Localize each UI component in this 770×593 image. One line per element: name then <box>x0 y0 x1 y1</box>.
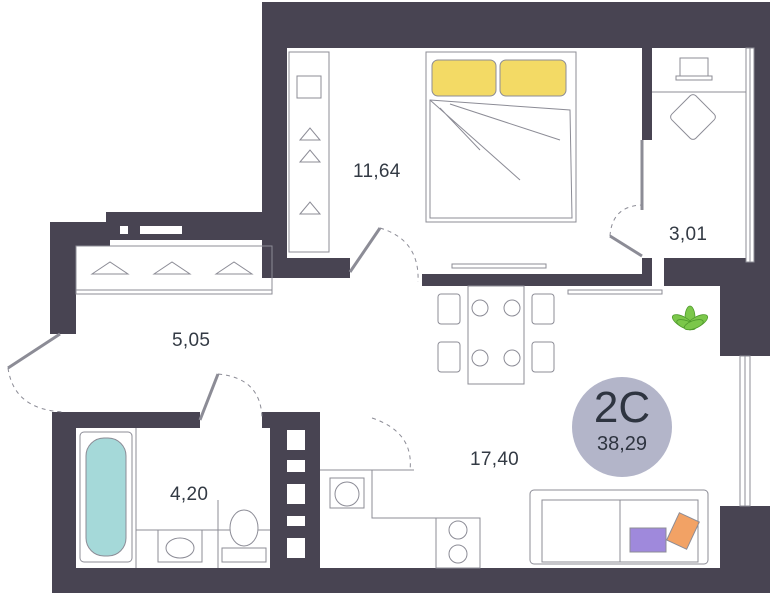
pillow-right <box>499 59 567 97</box>
wall-wardrobe-left <box>642 48 652 140</box>
niche-2 <box>140 226 182 234</box>
interior-lines <box>75 51 746 569</box>
bedroom-closet <box>288 51 330 253</box>
apartment-type-badge: 2С 38,29 <box>572 377 672 477</box>
doors <box>7 140 644 471</box>
apartment-type: 2С <box>593 383 651 432</box>
shaft-3 <box>287 484 305 504</box>
wall-cutouts <box>120 226 305 558</box>
apartment-total-area: 38,29 <box>596 433 648 455</box>
cooktop <box>435 517 481 569</box>
wall-bath-top-left <box>52 412 200 428</box>
shaft-5 <box>287 538 305 558</box>
area-living-kitchen: 17,40 <box>470 449 520 470</box>
wall-left-outer <box>50 222 76 334</box>
desk-set <box>670 57 716 140</box>
windows <box>739 47 755 507</box>
hangers-bedroom <box>296 75 322 215</box>
wall-right-pier <box>720 270 770 356</box>
area-hallway: 5,05 <box>172 330 211 351</box>
bathroom-fixtures <box>79 431 267 563</box>
area-bathroom: 4,20 <box>170 484 209 505</box>
wall-bottom <box>52 568 770 593</box>
plant-icon <box>671 305 709 331</box>
shaft-4 <box>287 516 305 526</box>
walls <box>50 2 770 593</box>
pillow-left <box>431 59 497 97</box>
hangers-hall <box>90 261 254 275</box>
niche-1 <box>120 226 128 234</box>
wall-wardrobe-stub <box>642 258 652 286</box>
toilet-tank <box>221 547 267 563</box>
wall-bedroom-bottom-left <box>262 258 350 278</box>
wall-right-upper <box>754 48 770 262</box>
cushion-orange <box>666 512 700 550</box>
wall-bath-left <box>52 412 76 593</box>
toilet-bowl <box>229 509 259 547</box>
bed <box>425 51 577 223</box>
wall-top <box>262 2 770 48</box>
hall-closet <box>75 245 273 295</box>
sofa <box>529 489 709 565</box>
area-wardrobe: 3,01 <box>669 224 708 245</box>
chair <box>670 94 716 140</box>
wall-bedroom-left <box>262 2 287 262</box>
laptop <box>679 57 709 77</box>
dining-set <box>437 285 555 385</box>
wall-left-top-stub <box>106 212 262 240</box>
duvet <box>429 99 573 219</box>
shaft-2 <box>287 460 305 472</box>
area-bedroom: 11,64 <box>353 161 401 182</box>
tv-living <box>567 289 663 295</box>
bedroom-tv <box>451 263 547 269</box>
shaft-1 <box>287 430 305 450</box>
kitchen-appliances <box>329 477 468 564</box>
cushion-purple <box>629 527 667 553</box>
wall-bedroom-bottom <box>422 274 650 286</box>
